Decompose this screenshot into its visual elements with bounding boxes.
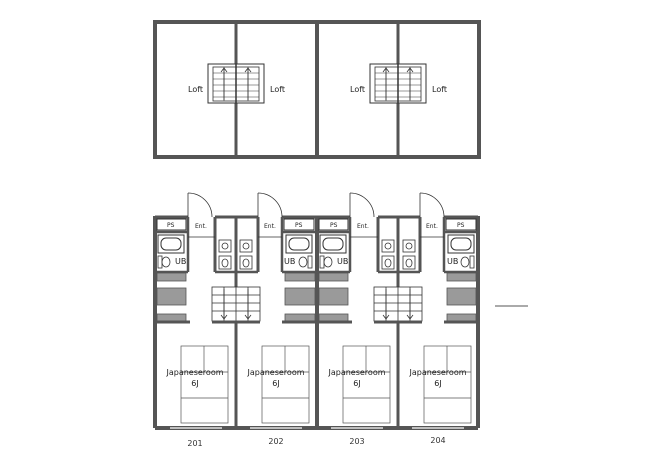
unit-number: 201	[187, 439, 202, 448]
unit-number: 203	[349, 437, 364, 446]
ps-label: PS	[167, 222, 175, 229]
loft-label: Loft	[270, 85, 285, 94]
loft-level: Loft Loft Loft Loft	[153, 20, 481, 159]
entrance-door	[187, 192, 445, 218]
unit-number: 202	[268, 437, 283, 446]
main-floor	[153, 192, 528, 430]
entrance-label: Ent.	[195, 223, 207, 230]
unit-bath-label: UB	[447, 257, 458, 266]
room-size: 6J	[434, 379, 441, 388]
loft-ladder	[369, 63, 427, 104]
ps-label: PS	[330, 222, 338, 229]
entrance-label: Ent.	[357, 223, 369, 230]
pipe-shaft	[156, 218, 477, 231]
counter	[156, 272, 477, 322]
loft-label: Loft	[350, 85, 365, 94]
unit-bath-label: UB	[175, 257, 186, 266]
ps-label: PS	[457, 222, 465, 229]
tatami	[180, 345, 472, 424]
loft-stair	[211, 286, 423, 322]
room-name: Japaneseroom	[165, 368, 223, 377]
room-size: 6J	[353, 379, 360, 388]
unit-bath-label: UB	[284, 257, 295, 266]
entrance-label: Ent.	[426, 223, 438, 230]
unit-number: 204	[430, 436, 445, 445]
unit-bath-label: UB	[337, 257, 348, 266]
room-size: 6J	[191, 379, 198, 388]
entrance-label: Ent.	[264, 223, 276, 230]
labels: PS PS PS PS Ent. Ent. Ent. Ent. UB UB UB…	[165, 222, 466, 448]
kitchen-fixture	[218, 239, 416, 270]
room-name: Japaneseroom	[246, 368, 304, 377]
room-name: Japaneseroom	[327, 368, 385, 377]
bathtub	[157, 234, 475, 254]
loft-label: Loft	[188, 85, 203, 94]
ps-label: PS	[295, 222, 303, 229]
loft-ladder	[207, 63, 265, 104]
toilet	[157, 255, 475, 269]
room-size: 6J	[272, 379, 279, 388]
room-name: Japaneseroom	[408, 368, 466, 377]
loft-label: Loft	[432, 85, 447, 94]
